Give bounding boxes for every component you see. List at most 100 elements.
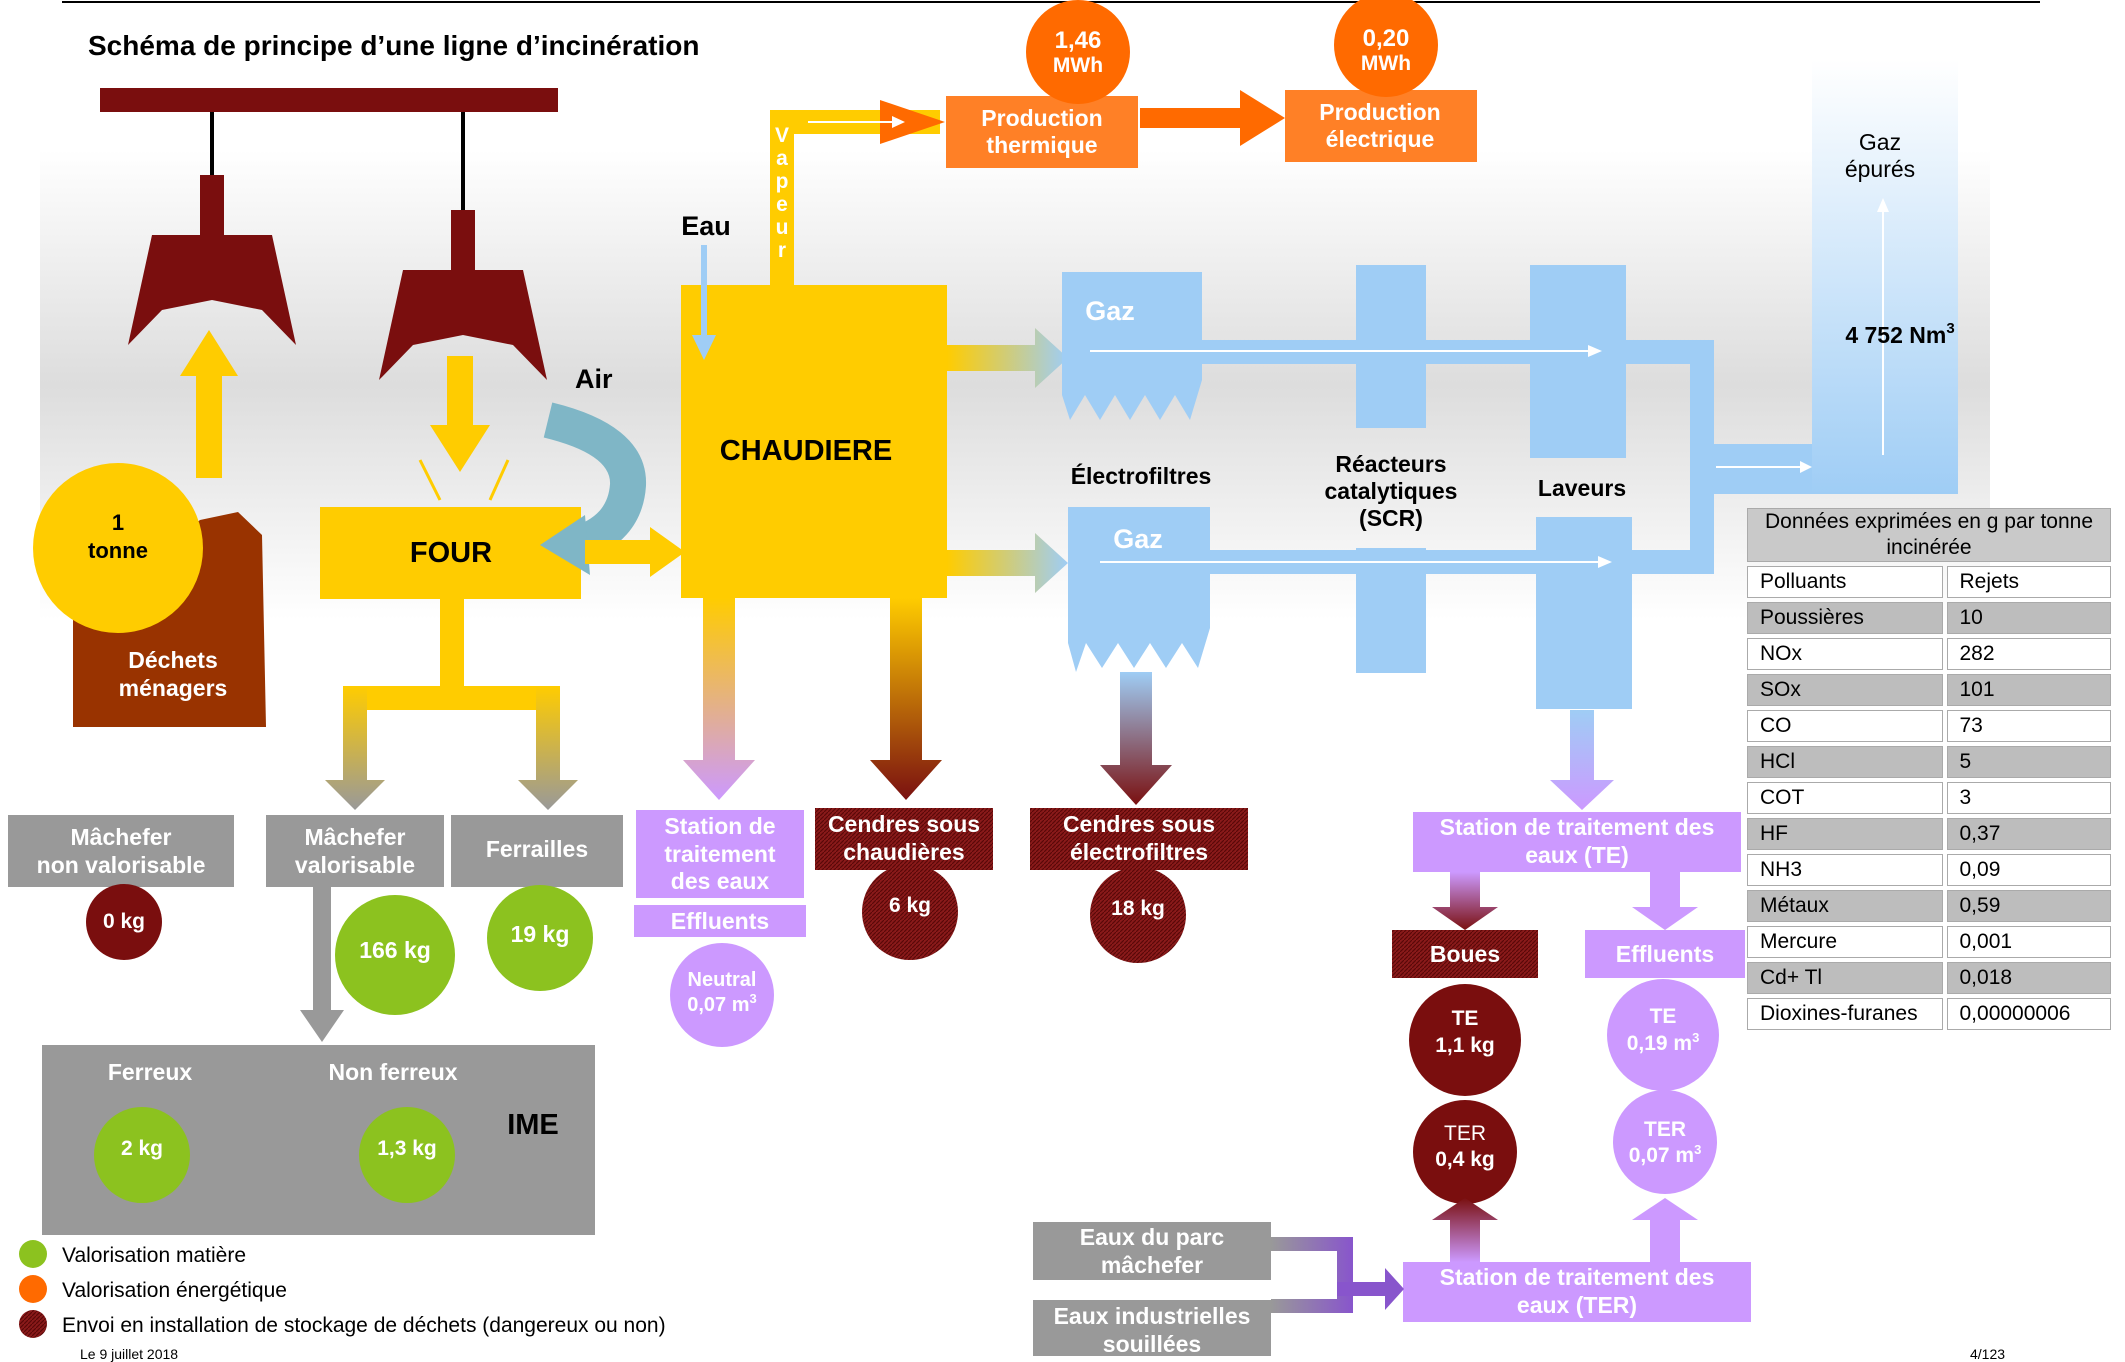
waste-qty: 1 — [112, 510, 124, 535]
table-cell-polluant: NOx — [1747, 638, 1943, 670]
eaux-indus-box — [1033, 1300, 1271, 1356]
table-cell-polluant: Métaux — [1747, 890, 1943, 922]
vapeur-letters: V a p e u r — [775, 124, 789, 262]
station-eaux-box — [636, 810, 804, 898]
machefer-nv-label-1: Mâchefer — [71, 824, 172, 850]
cendres-elec-qty: 18 kg — [1111, 897, 1165, 920]
thermal-value-circle — [1026, 0, 1130, 104]
arrow-chaudiere-gaz-bottom — [947, 533, 1068, 593]
scr-reactor-top — [1356, 265, 1426, 428]
te-eff-circle — [1607, 979, 1719, 1091]
thermal-unit: MWh — [1053, 54, 1103, 77]
gas-to-stack — [1712, 444, 1812, 494]
svg-text:e: e — [776, 193, 788, 216]
neutral-circle — [670, 943, 774, 1047]
cendres-chaud-box — [815, 808, 993, 870]
eaux-parc-2: mâchefer — [1101, 1252, 1203, 1278]
vapeur-flow-head — [892, 116, 905, 128]
crane-grab-left — [128, 112, 296, 345]
chaudiere-box — [681, 285, 947, 598]
ter-boues-1: TER — [1444, 1122, 1486, 1145]
svg-text:r: r — [778, 239, 786, 262]
machefer-nv-circle — [86, 884, 162, 960]
table-cell-rejet: 0,018 — [1946, 962, 2111, 994]
station-te-label-2: eaux (TE) — [1525, 842, 1629, 868]
arrow-to-ferrailles — [518, 686, 578, 810]
table-cell-rejet: 0,37 — [1946, 818, 2111, 850]
cendres-chaud-label-2: chaudières — [843, 839, 964, 865]
four-box — [320, 507, 581, 599]
vapeur-arrow-head — [880, 100, 945, 144]
table-cell-rejet: 73 — [1946, 710, 2111, 742]
crane-grab-right — [379, 112, 547, 380]
ferreux-circle — [94, 1107, 190, 1203]
te-eff-1: TE — [1650, 1005, 1677, 1028]
te-boues-2: 1,1 kg — [1435, 1034, 1495, 1057]
electric-value: 0,20 — [1363, 25, 1410, 52]
te-effluents-box — [1585, 930, 1745, 978]
table-cell-polluant: CO — [1747, 710, 1943, 742]
effluents-box — [634, 905, 806, 937]
footer-date: Le 9 juillet 2018 — [80, 1346, 179, 1362]
table-col-rejets: Rejets — [1946, 566, 2111, 598]
table-cell-rejet: 5 — [1946, 746, 2111, 778]
ferrailles-label: Ferrailles — [486, 836, 588, 862]
eaux-parc-box — [1033, 1222, 1271, 1280]
arrow-ter-boues — [1432, 1198, 1498, 1262]
crane-rail — [100, 88, 558, 112]
four-split-pipe — [343, 686, 560, 710]
table-header: Données exprimées en g par tonne incinér… — [1747, 508, 2111, 562]
gas-volume: 4 752 Nm3 — [1845, 320, 1954, 348]
station-eaux-label-1: Station de — [664, 813, 775, 839]
eaux-indus-2: souillées — [1103, 1331, 1201, 1356]
table-cell-rejet: 3 — [1946, 782, 2111, 814]
arrow-ter-effluents — [1632, 1198, 1698, 1262]
table-cell-polluant: SOx — [1747, 674, 1943, 706]
chaudiere-label: CHAUDIERE — [720, 435, 892, 467]
effluents-label: Effluents — [671, 908, 769, 934]
scr-label-1: Réacteurs — [1335, 451, 1446, 477]
table-cell-polluant: Cd+ Tl — [1747, 962, 1943, 994]
boues-label: Boues — [1430, 941, 1500, 967]
thermal-value: 1,46 — [1055, 27, 1102, 54]
four-label: FOUR — [410, 537, 492, 569]
footer-page: 4/123 — [1970, 1346, 2006, 1362]
cendres-elec-circle — [1090, 867, 1186, 963]
station-te-box — [1413, 812, 1741, 872]
laveur-bottom — [1536, 517, 1632, 709]
legend-matiere-label: Valorisation matière — [62, 1244, 246, 1267]
table-cell-polluant: COT — [1747, 782, 1943, 814]
waste-quantity-circle — [33, 463, 203, 633]
arrow-to-four — [430, 356, 490, 472]
air-arrow-head — [540, 515, 590, 575]
station-ter-label-2: eaux (TER) — [1517, 1292, 1637, 1318]
stack-flow-head — [1800, 461, 1812, 473]
table-cell-polluant: Dioxines-furanes — [1747, 998, 1943, 1030]
arrow-chaudiere-station — [683, 598, 755, 800]
emissions-table: Données exprimées en g par tonne incinér… — [1743, 504, 2115, 1034]
waste-label-2: ménagers — [119, 675, 228, 701]
ferreux-qty: 2 kg — [121, 1137, 163, 1160]
ferrailles-circle — [487, 885, 593, 991]
ferreux-label: Ferreux — [108, 1059, 193, 1085]
cendres-chaud-circle — [862, 864, 958, 960]
arrow-thermal-electric — [1140, 90, 1285, 146]
electric-label-2: électrique — [1326, 126, 1435, 152]
arrow-te-effluents — [1632, 872, 1698, 930]
machefer-v-box — [266, 815, 444, 887]
non-ferreux-qty: 1,3 kg — [377, 1137, 437, 1160]
thermal-label-2: thermique — [986, 132, 1097, 158]
table-cell-rejet: 101 — [1946, 674, 2111, 706]
table-cell-polluant: Mercure — [1747, 926, 1943, 958]
te-eff-2: 0,19 m3 — [1627, 1030, 1700, 1055]
ferrailles-qty: 19 kg — [511, 921, 570, 947]
te-effluents-label: Effluents — [1616, 941, 1714, 967]
spark-left — [418, 459, 442, 501]
svg-text:a: a — [776, 147, 788, 170]
